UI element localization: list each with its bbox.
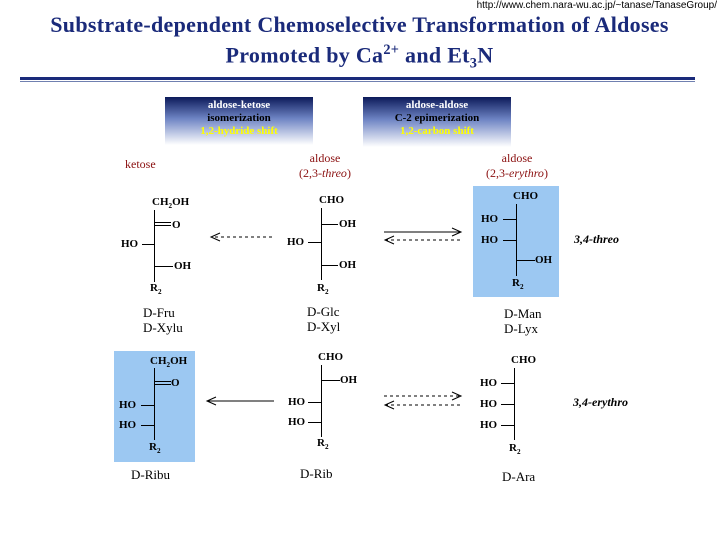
name-xyl: D-Xyl (307, 319, 341, 334)
title-line-1: Substrate-dependent Chemoselective Trans… (50, 12, 669, 37)
glc-oh1-bond (322, 224, 338, 225)
ara-ho2-bond (501, 404, 514, 405)
ribu-backbone (154, 368, 155, 440)
ribu-carbonyl-bond (155, 381, 171, 382)
man-oh-bond (517, 260, 535, 261)
fru-ho-bond (142, 244, 154, 245)
glc-cho-label: CHO (319, 194, 345, 206)
rib-oh-label: OH (340, 374, 358, 386)
ribu-ho1-label: HO (119, 399, 137, 411)
glc-backbone (321, 208, 322, 280)
ara-ho2-label: HO (480, 398, 498, 410)
glc-ho-label: HO (287, 236, 305, 248)
aldose-threo-header: aldose (2,3-threo) (299, 151, 351, 180)
rib-ho1-bond (308, 402, 321, 403)
glc-r-label: R2 (317, 282, 329, 297)
man-r-label: R2 (512, 277, 524, 292)
fru-oh-label: OH (174, 260, 192, 272)
man-backbone (516, 204, 517, 276)
ribu-ho2-label: HO (119, 419, 137, 431)
man-ho1-label: HO (481, 213, 499, 225)
ribu-ho2-bond (141, 425, 154, 426)
man-oh-label: OH (535, 254, 553, 266)
man-ho2-label: HO (481, 234, 499, 246)
row1-note: 3,4-threo (574, 232, 619, 246)
fru-carbonyl-bond-2 (155, 225, 171, 226)
man-ho2-bond (503, 240, 516, 241)
ketose-header: ketose (125, 157, 156, 171)
ara-ho1-label: HO (480, 377, 498, 389)
rib-r-label: R2 (317, 437, 329, 452)
rib-ho1-label: HO (288, 396, 306, 408)
ara-ho3-bond (501, 425, 514, 426)
fru-o-label: O (172, 219, 181, 231)
ara-backbone (514, 368, 515, 440)
glc-ho-bond (308, 242, 321, 243)
ribu-r-label: R2 (149, 441, 161, 456)
ribu-ch2oh-label: CH2OH (150, 355, 188, 370)
fru-oh-bond (155, 266, 173, 267)
fru-ho-label: HO (121, 238, 139, 250)
title-line-2: Promoted by Ca2+ and Et3N (225, 42, 494, 72)
glc-oh2-bond (322, 265, 338, 266)
arrow-man-to-glc (383, 235, 460, 245)
fru-carbonyl-bond (155, 222, 171, 223)
rib-oh-bond (322, 380, 340, 381)
name-man: D-Man (504, 306, 542, 321)
ribu-ho1-bond (141, 405, 154, 406)
fru-backbone (154, 210, 155, 282)
arrow-ara-to-rib (383, 400, 460, 410)
name-fru: D-Fru (143, 305, 175, 320)
man-cho-label: CHO (513, 190, 539, 202)
epimerization-box: aldose-aldose C-2 epimerization 1,2-carb… (363, 97, 511, 147)
glc-oh2-label: OH (339, 259, 357, 271)
rib-ho2-bond (308, 422, 321, 423)
fru-ch2oh-label: CH2OH (152, 196, 190, 211)
ara-ho3-label: HO (480, 419, 498, 431)
fru-r-label: R2 (150, 282, 162, 297)
name-ribu: D-Ribu (131, 467, 170, 482)
name-rib: D-Rib (300, 466, 333, 481)
ribu-o-label: O (171, 377, 180, 389)
rib-ho2-label: HO (288, 416, 306, 428)
ara-cho-label: CHO (511, 354, 537, 366)
ribu-carbonyl-bond-2 (155, 384, 171, 385)
name-lyx: D-Lyx (504, 321, 538, 336)
arrow-glc-to-man (384, 227, 463, 237)
arrow-glc-to-fru (209, 232, 272, 242)
name-glc: D-Glc (307, 304, 340, 319)
rib-cho-label: CHO (318, 351, 344, 363)
rib-backbone (321, 365, 322, 437)
isomerization-box: aldose-ketose isomerization 1,2-hydride … (165, 97, 313, 145)
ara-r-label: R2 (509, 442, 521, 457)
arrow-rib-to-ribu (205, 396, 274, 406)
row2-note: 3,4-erythro (573, 395, 628, 409)
man-ho1-bond (503, 219, 516, 220)
name-ara: D-Ara (502, 469, 536, 484)
title-rule-thin (20, 81, 695, 82)
aldose-erythro-header: aldose (2,3-erythro) (486, 151, 548, 180)
arrow-rib-to-ara (384, 391, 463, 401)
source-url[interactable]: http://www.chem.nara-wu.ac.jp/~tanase/Ta… (476, 0, 717, 11)
name-xylu: D-Xylu (143, 320, 183, 335)
glc-oh1-label: OH (339, 218, 357, 230)
ara-ho1-bond (501, 383, 514, 384)
title-rule (20, 77, 695, 80)
